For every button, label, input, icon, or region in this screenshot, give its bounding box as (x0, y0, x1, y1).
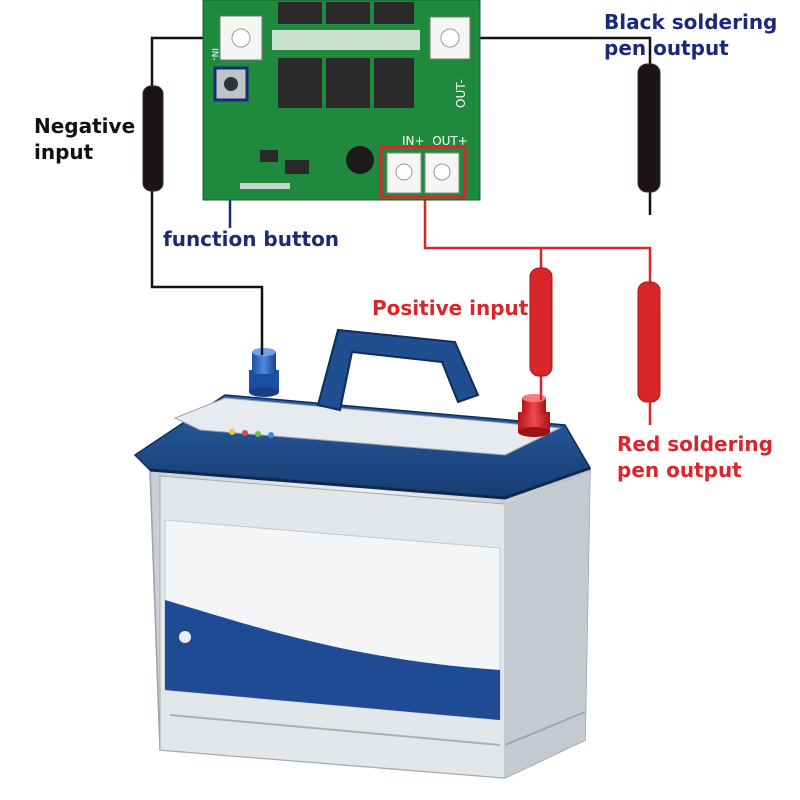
smd-component (240, 183, 290, 189)
mosfet-chip (278, 2, 322, 24)
negative-input-wire (150, 36, 264, 355)
battery-side-face (505, 472, 590, 778)
negative-probe (142, 85, 164, 192)
battery-foot-ridge-2 (504, 711, 586, 746)
mosfet-chip (326, 2, 370, 24)
positive-input-label-text: Positive input (372, 296, 529, 320)
function-button-knob (224, 77, 238, 91)
pcb-board: IN- OUT- IN+ OUT+ (202, 0, 481, 201)
mosfet-chip (278, 58, 322, 108)
out-minus-pad-hole (440, 28, 460, 48)
function-button-label: function button (163, 226, 339, 252)
pcb-silk-band (272, 30, 420, 50)
black-output-probe (637, 63, 661, 193)
battery-foot-ridge (169, 714, 501, 746)
red-output-label-line2: pen output (617, 458, 742, 482)
negative-input-label-line2: input (34, 140, 94, 164)
smd-component (260, 150, 278, 162)
positive-terminal (518, 394, 550, 437)
red-output-wire (541, 246, 652, 425)
silk-out-minus: OUT- (454, 79, 468, 108)
battery-brand-logo-icon (179, 631, 191, 643)
in-minus-pad-hole (231, 28, 251, 48)
in-plus-pad-hole (395, 163, 413, 181)
battery (133, 328, 592, 779)
silk-in-out-plus: IN+ OUT+ (402, 134, 468, 148)
mosfet-chip (374, 2, 414, 24)
black-output-label-line1: Black soldering (604, 10, 778, 34)
negative-input-label-line1: Negative (34, 114, 136, 138)
positive-input-label: Positive input (372, 295, 528, 321)
capacitor (346, 146, 374, 174)
mosfet-chip (326, 58, 370, 108)
negative-terminal (249, 348, 279, 397)
battery-label-swoosh (165, 600, 500, 720)
black-soldering-pen-output-label: Black soldering pen output (604, 9, 777, 61)
battery-handle (316, 328, 480, 412)
smd-component (285, 160, 309, 174)
battery-lid-top (173, 397, 562, 456)
indicator-dot (229, 429, 235, 435)
silk-in-minus: IN- (209, 48, 219, 61)
negative-input-label: Negative input (34, 113, 135, 165)
out-plus-pad-hole (433, 163, 451, 181)
battery-lid-rim (149, 466, 591, 500)
indicator-dot (242, 430, 248, 436)
black-output-label-line2: pen output (604, 36, 729, 60)
black-output-wire (470, 36, 652, 215)
in-out-plus-pads (379, 145, 467, 199)
red-output-label-line1: Red soldering (617, 432, 773, 456)
indicator-dot (268, 432, 274, 438)
mosfet-chip (374, 58, 414, 108)
red-soldering-pen-output-label: Red soldering pen output (617, 431, 773, 483)
function-button-label-text: function button (163, 227, 340, 251)
positive-probe (529, 267, 553, 377)
red-output-probe (637, 281, 661, 403)
indicator-dot (255, 431, 261, 437)
